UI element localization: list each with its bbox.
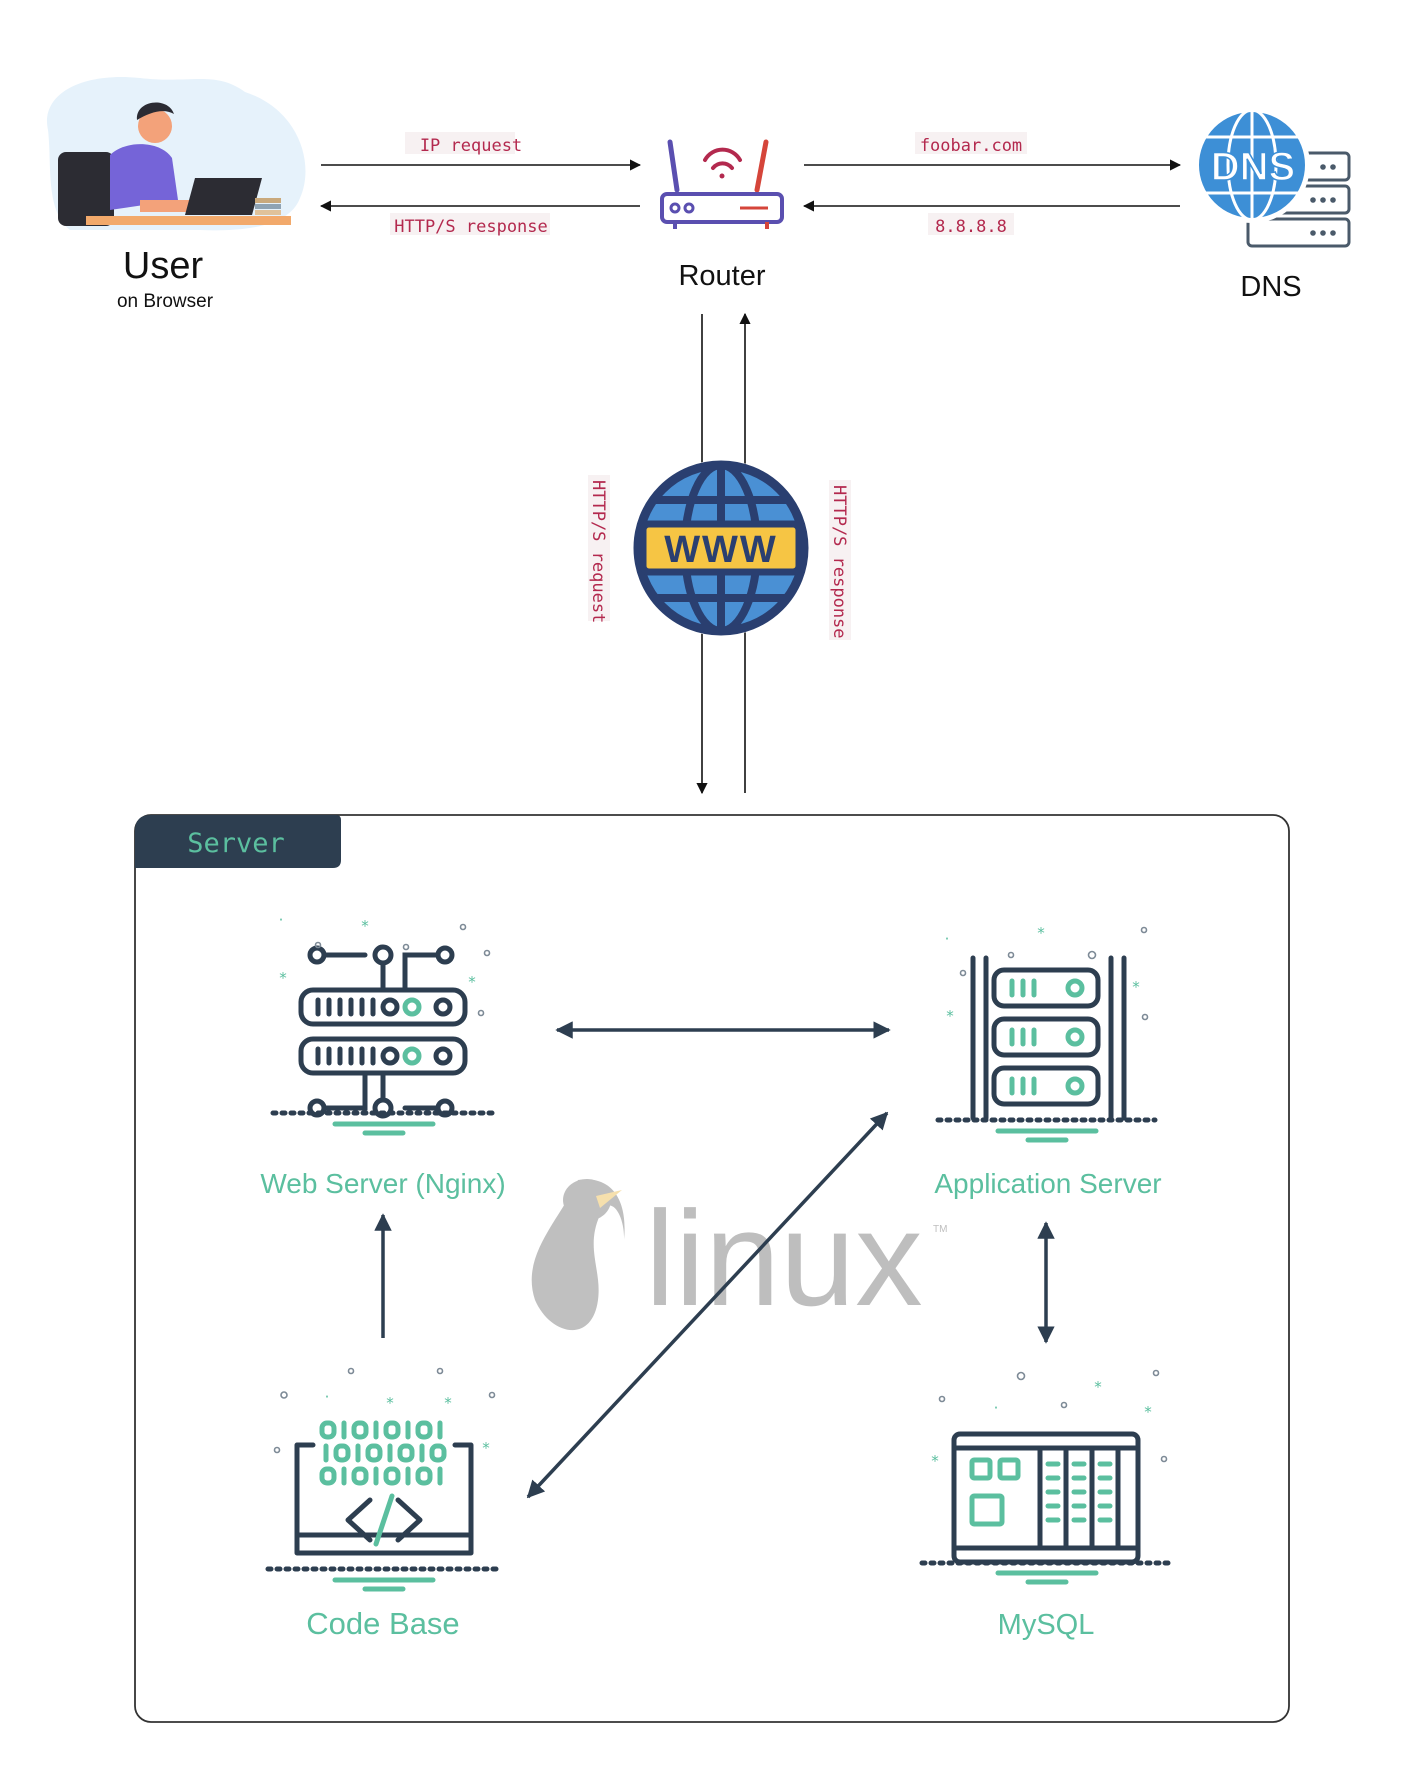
user-illustration bbox=[46, 77, 306, 231]
router-icon bbox=[660, 139, 784, 229]
user-title: User bbox=[123, 245, 204, 287]
edge-label-ip-request: IP request bbox=[420, 136, 522, 156]
code-base-label: Code Base bbox=[306, 1606, 459, 1641]
www-badge-text: WWW bbox=[664, 529, 778, 571]
edge-label-dns-ip: 8.8.8.8 bbox=[935, 217, 1007, 237]
svg-text:*: * bbox=[482, 1439, 490, 1457]
dns-badge-text: DNS bbox=[1211, 145, 1295, 189]
app-server-icon bbox=[935, 955, 1158, 1123]
user-subtitle: on Browser bbox=[117, 291, 214, 312]
svg-text:*: * bbox=[946, 1007, 954, 1025]
edge-label-foobar: foobar.com bbox=[920, 136, 1022, 156]
dns-globe-icon: DNS bbox=[1194, 107, 1310, 223]
code-base-icon-accents bbox=[319, 1420, 447, 1592]
router-title: Router bbox=[678, 260, 765, 292]
svg-text:·: · bbox=[279, 911, 284, 929]
svg-text:*: * bbox=[361, 917, 369, 935]
svg-text:*: * bbox=[444, 1394, 452, 1412]
app-server-icon-accents bbox=[995, 978, 1099, 1143]
svg-text:·: · bbox=[325, 1388, 330, 1406]
edge-label-https-response-side: HTTP/S response bbox=[829, 485, 849, 639]
mysql-icon-accents bbox=[969, 1457, 1113, 1585]
svg-text:*: * bbox=[1037, 924, 1045, 942]
user-node: User on Browser bbox=[46, 77, 306, 312]
svg-text:*: * bbox=[931, 1452, 939, 1470]
edge-dns-ip: 8.8.8.8 bbox=[802, 200, 1180, 237]
edge-label-https-request: HTTP/S request bbox=[588, 480, 608, 623]
server-tab-label: Server bbox=[187, 828, 285, 859]
edge-foobar: foobar.com bbox=[804, 132, 1182, 171]
decorative-stars: · * * * · * * * · * * * · * * * bbox=[279, 911, 1153, 1470]
code-base-icon bbox=[265, 1442, 503, 1572]
svg-text:*: * bbox=[1132, 978, 1140, 996]
edge-code-app bbox=[526, 1111, 889, 1499]
dns-title: DNS bbox=[1240, 271, 1301, 303]
svg-text:·: · bbox=[994, 1399, 999, 1417]
watermark-tm: TM bbox=[933, 1224, 947, 1235]
watermark-text: linux bbox=[645, 1183, 923, 1334]
svg-text:*: * bbox=[279, 969, 287, 987]
decorative-sparkles bbox=[273, 923, 1168, 1463]
app-server-label: Application Server bbox=[934, 1168, 1161, 1199]
web-server-icon-accents bbox=[332, 997, 436, 1136]
svg-text:*: * bbox=[1094, 1378, 1102, 1396]
svg-text:*: * bbox=[468, 973, 476, 991]
svg-text:·: · bbox=[945, 930, 950, 948]
dns-node: DNS DNS bbox=[1194, 107, 1351, 303]
svg-text:*: * bbox=[386, 1394, 394, 1412]
router-node: Router bbox=[660, 139, 784, 292]
mysql-label: MySQL bbox=[998, 1609, 1095, 1641]
mysql-icon bbox=[919, 1431, 1173, 1566]
web-server-icon bbox=[270, 944, 496, 1119]
edge-https-response-top: HTTP/S response bbox=[319, 200, 640, 237]
edge-label-https-response: HTTP/S response bbox=[394, 217, 548, 237]
www-globe-icon: WWW bbox=[633, 460, 809, 636]
web-server-label: Web Server (Nginx) bbox=[260, 1168, 505, 1199]
linux-watermark: linux TM bbox=[531, 1179, 947, 1334]
edge-ip-request: IP request bbox=[321, 132, 642, 171]
svg-text:*: * bbox=[1144, 1403, 1152, 1421]
